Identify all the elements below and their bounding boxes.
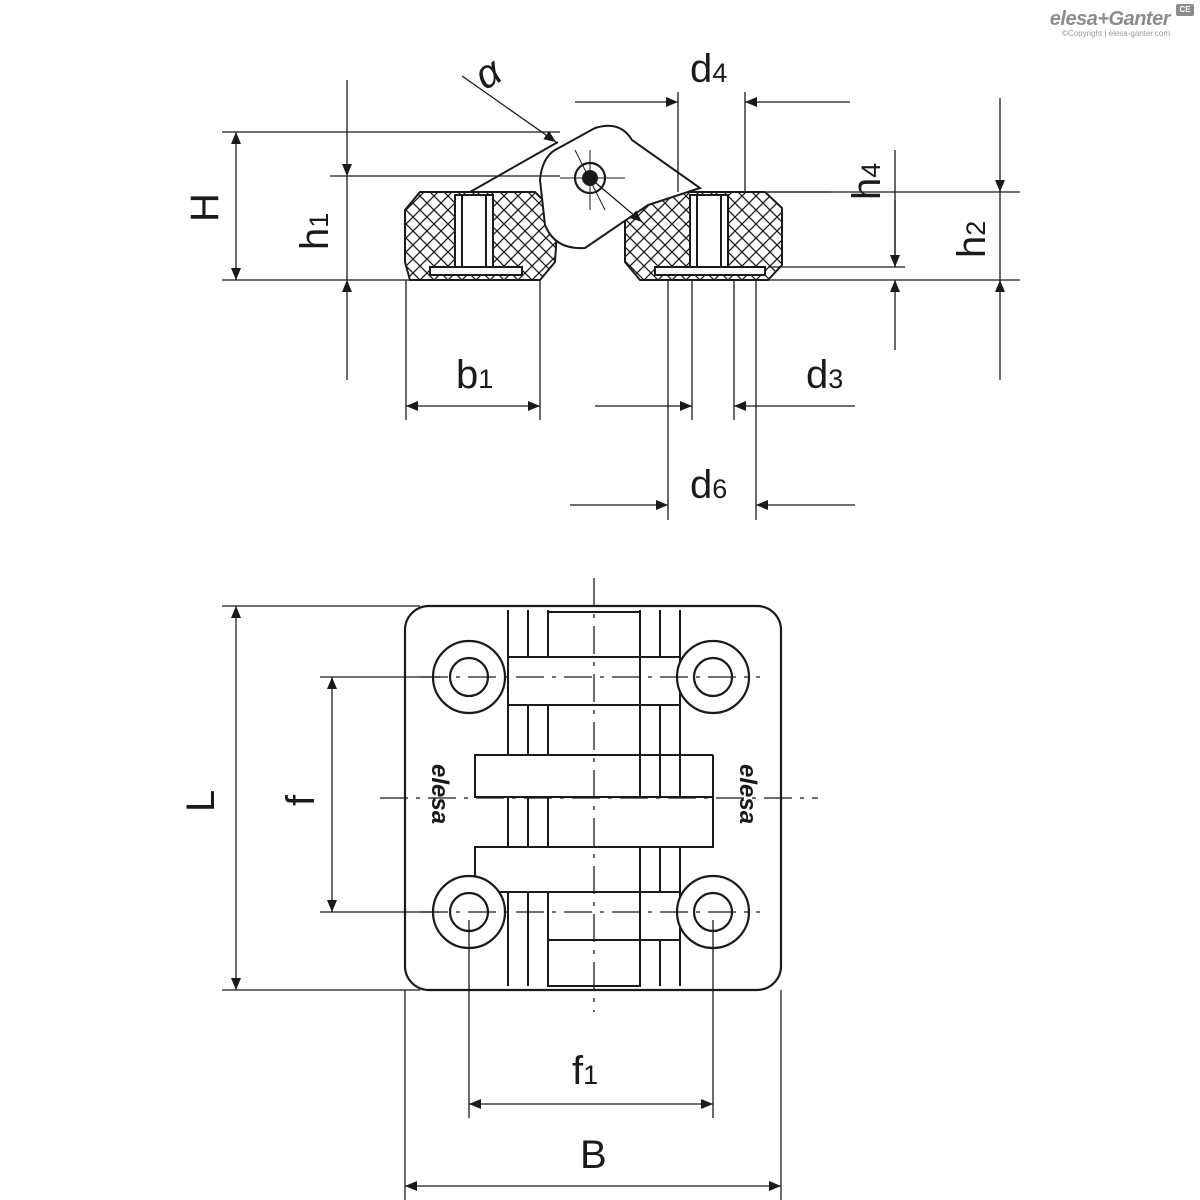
ce-badge: CE [1176,4,1194,16]
label-alpha: α [467,48,510,98]
hinge-knuckle [538,124,703,250]
side-view [404,124,783,281]
part-logo-right: elesa [734,764,761,824]
top-view-centerlines [380,578,818,1012]
top-view-dimensions [222,605,782,1200]
label-f1: f1 [572,1049,598,1093]
top-view-labels: L f f1 B [179,790,607,1177]
part-logo-left: elesa [426,764,453,824]
brand-logo: elesa+Ganter [1049,8,1171,30]
label-B: B [580,1133,607,1177]
right-leaf-base-plate [654,266,766,276]
label-h2: h2 [950,221,994,258]
label-L: L [179,790,223,812]
left-leaf-base-plate [429,266,523,276]
label-h1: h1 [293,213,337,250]
brand-header: elesa+Ganter ©Copyright | elesa-ganter.c… [1049,8,1171,38]
label-b1: b1 [456,353,493,397]
label-h4: h4 [845,163,889,200]
label-d6: d6 [690,463,727,507]
label-d3: d3 [806,353,843,397]
side-view-labels: α d4 H h1 h4 h2 b1 d3 d6 [183,47,994,507]
brand-copyright: ©Copyright | elesa-ganter.com [1061,29,1170,38]
label-H: H [183,193,227,222]
right-leaf-bore [689,194,729,272]
label-f: f [279,794,323,806]
side-view-dimensions [222,75,1020,520]
label-d4: d4 [690,47,727,91]
left-leaf-bore [454,194,494,272]
